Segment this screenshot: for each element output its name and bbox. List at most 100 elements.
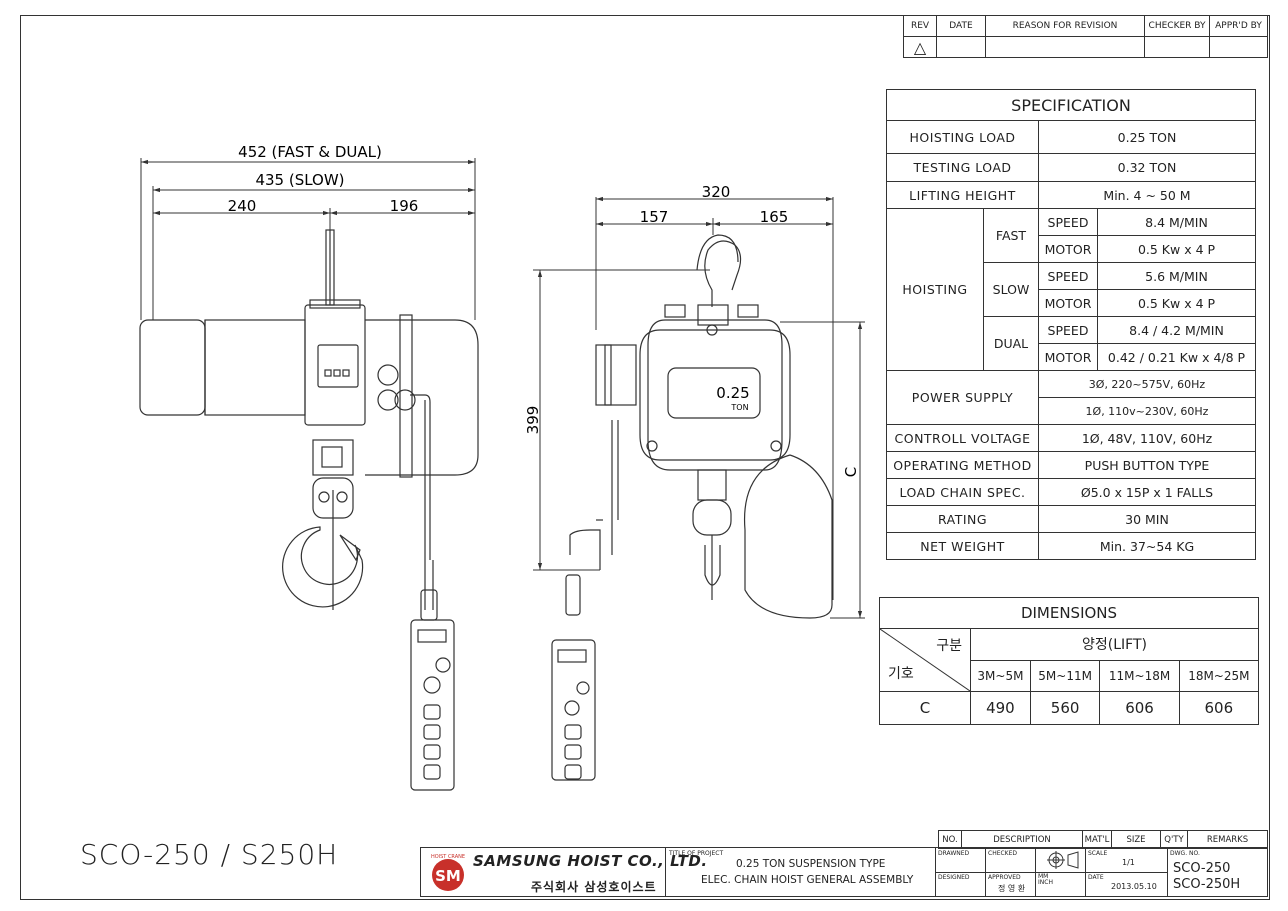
project-line-1: 0.25 TON SUSPENSION TYPE bbox=[736, 858, 886, 870]
hoisting-load-label: HOISTING LOAD bbox=[886, 120, 1039, 154]
dual-motor-label: MOTOR bbox=[1038, 343, 1098, 371]
company-logo: SM HOIST CRANE bbox=[427, 851, 469, 893]
col-18-25m: 18M~25M bbox=[1178, 659, 1260, 692]
dual-motor-value: 0.42 / 0.21 Kw x 4/8 P bbox=[1097, 343, 1256, 371]
col-5-11m: 5M~11M bbox=[1029, 659, 1101, 692]
spec-title: SPECIFICATION bbox=[886, 89, 1256, 121]
fast-speed-value: 8.4 M/MIN bbox=[1097, 208, 1256, 236]
power-supply-value-1: 3Ø, 220~575V, 60Hz bbox=[1038, 370, 1256, 398]
dual-speed-value: 8.4 / 4.2 M/MIN bbox=[1097, 316, 1256, 344]
dim-c: C bbox=[842, 467, 860, 477]
dim-165: 165 bbox=[760, 208, 789, 226]
logo-mark: SM HOIST CRANE bbox=[431, 854, 465, 891]
slow-speed-label: SPEED bbox=[1038, 262, 1098, 290]
dwg-no-label: DWG. NO. bbox=[1170, 850, 1200, 857]
hoisting-label: HOISTING bbox=[886, 208, 984, 371]
dwg-no-1: SCO-250 bbox=[1173, 861, 1231, 876]
bom-size-header: SIZE bbox=[1111, 830, 1161, 849]
checked-cell: CHECKED bbox=[985, 848, 1036, 873]
specification-table: SPECIFICATION HOISTING LOAD 0.25 TON TES… bbox=[886, 89, 1256, 560]
lift-group-label: 양정(LIFT) bbox=[970, 628, 1259, 661]
side-view bbox=[139, 229, 479, 791]
checker-header: CHECKER BY bbox=[1144, 15, 1210, 37]
model-title: SCO-250 / S250H bbox=[80, 838, 339, 871]
approved-cell: APPROVED 정 영 환 bbox=[985, 872, 1036, 896]
project-cell: TITLE OF PROJECT 0.25 TON SUSPENSION TYP… bbox=[665, 848, 936, 896]
hoisting-load-value: 0.25 TON bbox=[1038, 120, 1256, 154]
hoist-drawing: 452 (FAST & DUAL) 435 (SLOW) 240 196 bbox=[139, 143, 865, 791]
dim-196: 196 bbox=[390, 197, 419, 215]
bom-header-table: NO. DESCRIPTION MAT'L SIZE Q'TY REMARKS bbox=[938, 830, 1268, 849]
projection-symbol-icon bbox=[1047, 851, 1079, 869]
checked-label: CHECKED bbox=[988, 850, 1018, 857]
reason-header: REASON FOR REVISION bbox=[985, 15, 1145, 37]
c-value-18-25m: 606 bbox=[1178, 691, 1260, 725]
drawn-cell: DRAWNED bbox=[935, 848, 986, 873]
scale-label: SCALE bbox=[1088, 850, 1108, 857]
rating-value: 30 MIN bbox=[1038, 505, 1256, 533]
bom-description-header: DESCRIPTION bbox=[961, 830, 1083, 849]
fast-motor-value: 0.5 Kw x 4 P bbox=[1097, 235, 1256, 263]
company-name-en: SAMSUNG HOIST CO., LTD. bbox=[473, 852, 708, 870]
bom-remarks-header: REMARKS bbox=[1187, 830, 1268, 849]
unit-label: MM INCH bbox=[1038, 873, 1053, 886]
load-chain-label: LOAD CHAIN SPEC. bbox=[886, 478, 1039, 506]
dimensions-corner: 구분 기호 bbox=[879, 628, 971, 692]
slow-motor-label: MOTOR bbox=[1038, 289, 1098, 317]
col-11-18m: 11M~18M bbox=[1099, 659, 1180, 692]
operating-method-label: OPERATING METHOD bbox=[886, 451, 1039, 479]
slow-speed-value: 5.6 M/MIN bbox=[1097, 262, 1256, 290]
scale-cell: SCALE 1/1 bbox=[1085, 848, 1168, 873]
rating-label: RATING bbox=[886, 505, 1039, 533]
c-value-11-18m: 606 bbox=[1099, 691, 1180, 725]
approved-header: APPR'D BY bbox=[1209, 15, 1268, 37]
load-chain-value: Ø5.0 x 15P x 1 FALLS bbox=[1038, 478, 1256, 506]
fast-speed-label: SPEED bbox=[1038, 208, 1098, 236]
bom-material-header: MAT'L bbox=[1082, 830, 1112, 849]
fast-motor-label: MOTOR bbox=[1038, 235, 1098, 263]
project-line-2: ELEC. CHAIN HOIST GENERAL ASSEMBLY bbox=[701, 874, 914, 886]
dim-452: 452 (FAST & DUAL) bbox=[238, 143, 382, 161]
title-block: SM HOIST CRANE SAMSUNG HOIST CO., LTD. 주… bbox=[420, 847, 1268, 897]
col-3-5m: 3M~5M bbox=[970, 659, 1031, 692]
dim-157: 157 bbox=[640, 208, 669, 226]
unit-cell: MM INCH bbox=[1035, 872, 1086, 896]
testing-load-label: TESTING LOAD bbox=[886, 153, 1039, 182]
drawing-frame bbox=[20, 15, 1270, 900]
date-value: 2013.05.10 bbox=[1111, 882, 1157, 891]
dim-435: 435 (SLOW) bbox=[255, 171, 344, 189]
dim-240: 240 bbox=[228, 197, 257, 215]
control-voltage-label: CONTROLL VOLTAGE bbox=[886, 424, 1039, 452]
designed-cell: DESIGNED bbox=[935, 872, 986, 896]
date-cell: DATE 2013.05.10 bbox=[1085, 872, 1168, 896]
operating-method-value: PUSH BUTTON TYPE bbox=[1038, 451, 1256, 479]
slow-label: SLOW bbox=[983, 262, 1039, 317]
rev-symbol: △ bbox=[903, 36, 937, 58]
c-value-5-11m: 560 bbox=[1029, 691, 1101, 725]
front-view bbox=[551, 234, 833, 781]
dwg-no-2: SCO-250H bbox=[1173, 877, 1241, 892]
title-of-project-label: TITLE OF PROJECT bbox=[669, 850, 724, 857]
bom-qty-header: Q'TY bbox=[1160, 830, 1188, 849]
diagonal-line bbox=[880, 629, 970, 691]
company-name-kr: 주식회사 삼성호이스트 bbox=[531, 880, 657, 894]
c-value-3-5m: 490 bbox=[970, 691, 1031, 725]
projection-cell bbox=[1035, 848, 1086, 873]
approver-name: 정 영 환 bbox=[998, 884, 1026, 893]
dual-label: DUAL bbox=[983, 316, 1039, 371]
approved-label: APPROVED bbox=[988, 874, 1021, 881]
scale-value: 1/1 bbox=[1122, 858, 1135, 867]
power-supply-label: POWER SUPPLY bbox=[886, 370, 1039, 425]
logo-arc-text: HOIST CRANE bbox=[431, 854, 465, 860]
rev-header: REV bbox=[903, 15, 937, 37]
lifting-height-value: Min. 4 ~ 50 M bbox=[1038, 181, 1256, 209]
plate-load: 0.25 bbox=[716, 384, 749, 402]
date-header: DATE bbox=[936, 15, 986, 37]
designed-label: DESIGNED bbox=[938, 874, 970, 881]
dual-speed-label: SPEED bbox=[1038, 316, 1098, 344]
corner-category: 구분 bbox=[936, 638, 962, 654]
plate-unit: TON bbox=[730, 403, 748, 412]
corner-symbol: 기호 bbox=[888, 666, 914, 682]
lifting-height-label: LIFTING HEIGHT bbox=[886, 181, 1039, 209]
fast-label: FAST bbox=[983, 208, 1039, 263]
